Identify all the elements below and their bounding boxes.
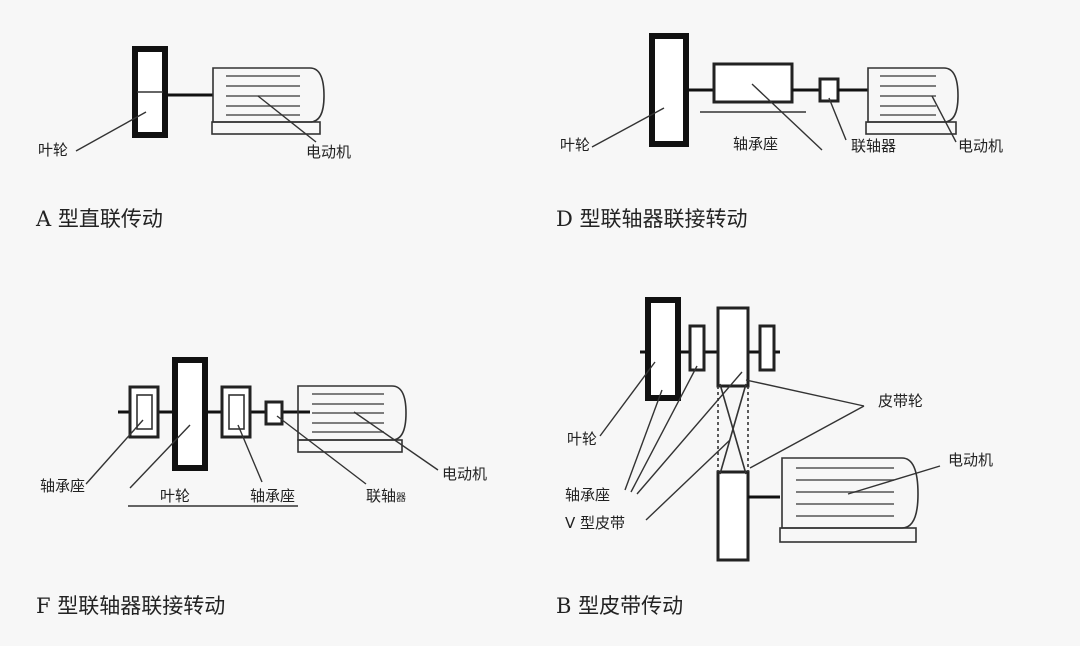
motor-d: [865, 67, 959, 135]
label-bearing-seat-d: 轴承座: [733, 135, 778, 153]
motor-pulley-b: [716, 470, 750, 562]
impeller-d: [649, 33, 689, 147]
motor-b: [779, 457, 919, 543]
panel-f-coupling-drive: 轴承座 叶轮 轴承座 联轴器 电动机 F 型联轴器联接转动: [36, 357, 487, 618]
bearing-seat-b-left: [688, 324, 706, 372]
label-coupling-d: 联轴器: [851, 137, 896, 155]
impeller-f: [172, 357, 208, 471]
label-bearing-seat-f-left: 轴承座: [40, 477, 85, 495]
label-impeller-d: 叶轮: [560, 136, 590, 154]
label-bearing-seat-b: 轴承座: [565, 486, 610, 504]
label-bearing-seat-f-right: 轴承座: [250, 487, 295, 505]
label-coupling-f: 联轴器: [366, 487, 406, 505]
coupling-f: [264, 400, 284, 426]
label-motor-d: 电动机: [958, 137, 1003, 155]
v-belt-b: [717, 383, 749, 475]
motor-a: [211, 67, 325, 135]
label-motor-b: 电动机: [948, 451, 993, 469]
fan-pulley-b: [716, 306, 750, 388]
label-impeller-a: 叶轮: [38, 141, 68, 159]
label-pulley-b: 皮带轮: [878, 392, 923, 410]
label-impeller-f: 叶轮: [160, 487, 190, 505]
label-v-belt-b: V 型皮带: [565, 514, 625, 532]
bearing-seat-b-right: [758, 324, 776, 372]
coupling-d: [818, 77, 840, 103]
label-motor-a: 电动机: [306, 143, 351, 161]
label-impeller-b: 叶轮: [567, 430, 597, 448]
caption-a: A 型直联传动: [35, 207, 163, 231]
panel-a-direct-drive: 叶轮 电动机 A 型直联传动: [35, 46, 351, 231]
impeller-b: [645, 297, 681, 401]
label-motor-f: 电动机: [442, 465, 487, 483]
panel-d-coupling-drive: 叶轮 轴承座 联轴器 电动机 D 型联轴器联接转动: [556, 33, 1003, 231]
bearing-seat-d: [712, 62, 794, 104]
caption-f: F 型联轴器联接转动: [36, 594, 225, 618]
caption-b: B 型皮带传动: [556, 594, 683, 618]
motor-f: [297, 385, 407, 453]
panel-b-belt-drive: 叶轮 皮带轮 电动机 轴承座 V 型皮带 B 型皮带传动: [556, 297, 993, 618]
caption-d: D 型联轴器联接转动: [556, 207, 748, 231]
